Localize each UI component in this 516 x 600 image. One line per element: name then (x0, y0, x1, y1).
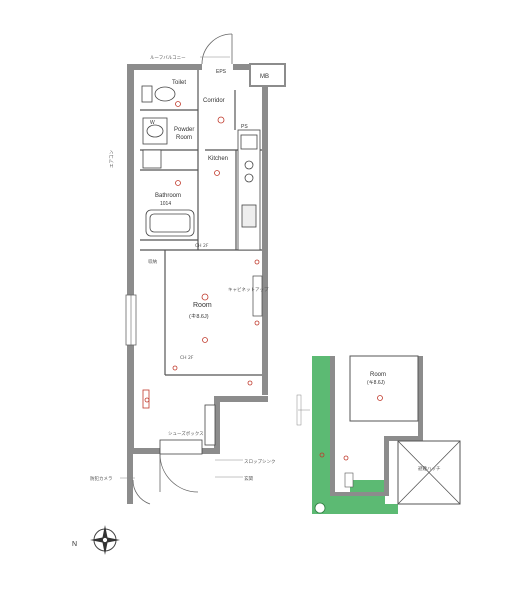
left-note-side: エアコン (109, 150, 115, 168)
bottom-left-note: 防犯カメラ (90, 475, 113, 482)
ceiling-note-1: CH 2F (195, 243, 209, 249)
inset-room-label: Room (370, 372, 386, 378)
inset-hatch-label: 避難ハッチ (418, 465, 441, 472)
powder-room-label-2: Room (176, 135, 192, 141)
storage-note: 収納 (148, 258, 157, 265)
corridor-label: Corridor (203, 98, 225, 104)
ceiling-note-2: CH 2F (180, 355, 194, 361)
mb-box (249, 63, 286, 87)
room-size-label: (キ8.6J) (189, 314, 209, 320)
room-cabinet-note: キャビネットアップ (228, 286, 269, 293)
top-door (201, 33, 233, 65)
entrance-note-2: スロップシンク (244, 459, 276, 465)
entrance-note-3: 玄関 (244, 475, 253, 482)
toilet-fixture (141, 85, 176, 103)
left-note-top: ルーフバルコニー (150, 55, 186, 61)
eps-label: EPS (216, 69, 227, 75)
bathroom-label-1: Bathroom (155, 193, 181, 199)
entrance-note-1: シューズボックス (168, 430, 204, 437)
washer-marker: W (150, 120, 155, 126)
leader-lines (120, 56, 243, 479)
inset-room-size: (キ8.6J) (367, 380, 385, 386)
washer-pan (142, 149, 162, 169)
mb-label: MB (260, 74, 269, 80)
bathtub-fixture (145, 209, 195, 237)
toilet-label: Toilet (172, 80, 186, 86)
entrance-arc (132, 479, 151, 505)
kitchen-label: Kitchen (208, 156, 228, 162)
bathroom-label-2: 1014 (160, 201, 171, 207)
electrical-symbols (142, 101, 260, 409)
washbasin-fixture (142, 117, 168, 145)
ps-label: PS (241, 124, 248, 130)
kitchen-counter (237, 129, 261, 251)
inset-plan: Room (キ8.6J) 避難ハッチ (296, 355, 461, 514)
powder-room-label-1: Powder (174, 127, 194, 133)
room-label: Room (193, 302, 212, 309)
room-storage (252, 275, 263, 317)
compass-north-label: N (72, 541, 77, 548)
left-window (125, 294, 137, 346)
entrance-area (159, 404, 216, 493)
compass-icon (90, 525, 120, 555)
